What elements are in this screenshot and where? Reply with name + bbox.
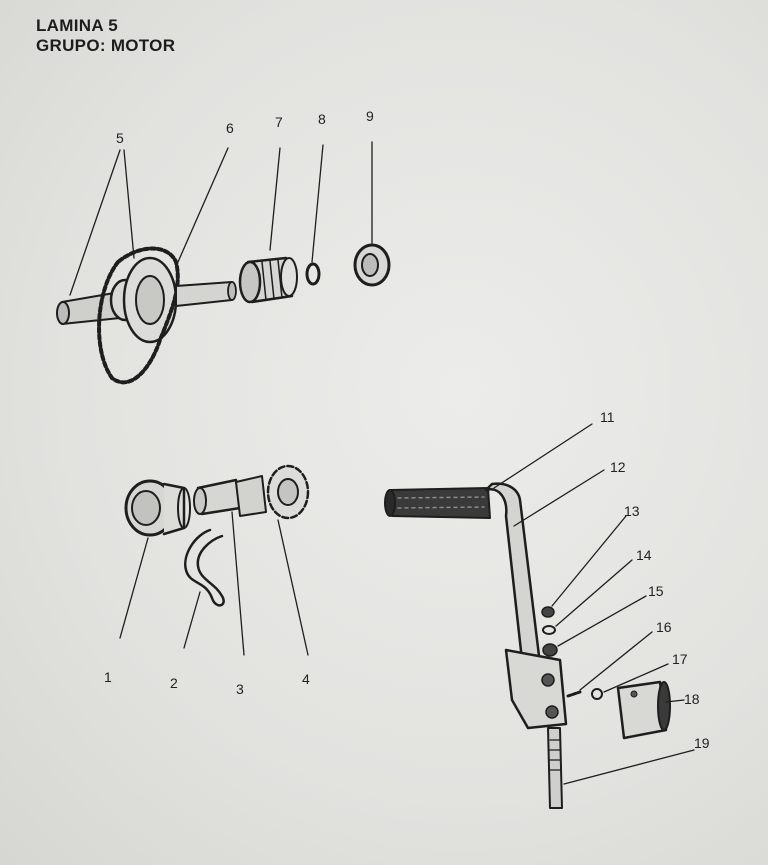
callout-15: 15	[648, 583, 664, 599]
callout-numbers: 5 6 7 8 9 1 2 3 4 11 12 13 14 15 16 17 1…	[104, 108, 710, 751]
part-14-washer	[542, 625, 556, 635]
part-8-ring	[305, 262, 321, 286]
shaft-sprocket-assembly	[56, 246, 237, 385]
callout-11: 11	[600, 409, 615, 425]
plate-header: LAMINA 5 GRUPO: MOTOR	[36, 16, 175, 56]
part-15-nut	[542, 643, 558, 657]
callout-5: 5	[116, 130, 124, 146]
callout-9: 9	[366, 108, 374, 124]
part-3-pin	[193, 478, 242, 516]
lower-left-leader-lines	[119, 511, 309, 656]
callout-13: 13	[624, 503, 640, 519]
part-17-washer	[591, 688, 603, 700]
callout-1: 1	[104, 669, 112, 685]
part-16-pin	[566, 690, 582, 698]
callout-12: 12	[610, 459, 626, 475]
part-18-clamp-block	[616, 680, 671, 740]
callout-2: 2	[170, 675, 178, 691]
part-1-ratchet-ring	[124, 479, 191, 537]
callout-19: 19	[694, 735, 710, 751]
right-leader-lines	[493, 423, 695, 785]
kickstart-lever	[384, 482, 568, 809]
callout-4: 4	[302, 671, 310, 687]
callout-7: 7	[275, 114, 283, 130]
part-7-threaded-sleeve	[238, 256, 298, 304]
callout-8: 8	[318, 111, 326, 127]
part-2-spring-clip	[184, 528, 225, 607]
callout-17: 17	[672, 651, 688, 667]
callout-14: 14	[636, 547, 652, 563]
callout-6: 6	[226, 120, 234, 136]
part-4-gear	[235, 464, 310, 520]
callout-18: 18	[684, 691, 700, 707]
callout-16: 16	[656, 619, 672, 635]
group-title: GRUPO: MOTOR	[36, 36, 176, 55]
callout-3: 3	[236, 681, 244, 697]
part-13-nut	[541, 606, 555, 618]
part-9-nut	[353, 243, 391, 287]
top-leader-lines	[69, 141, 373, 296]
plate-title: LAMINA 5	[36, 16, 119, 35]
